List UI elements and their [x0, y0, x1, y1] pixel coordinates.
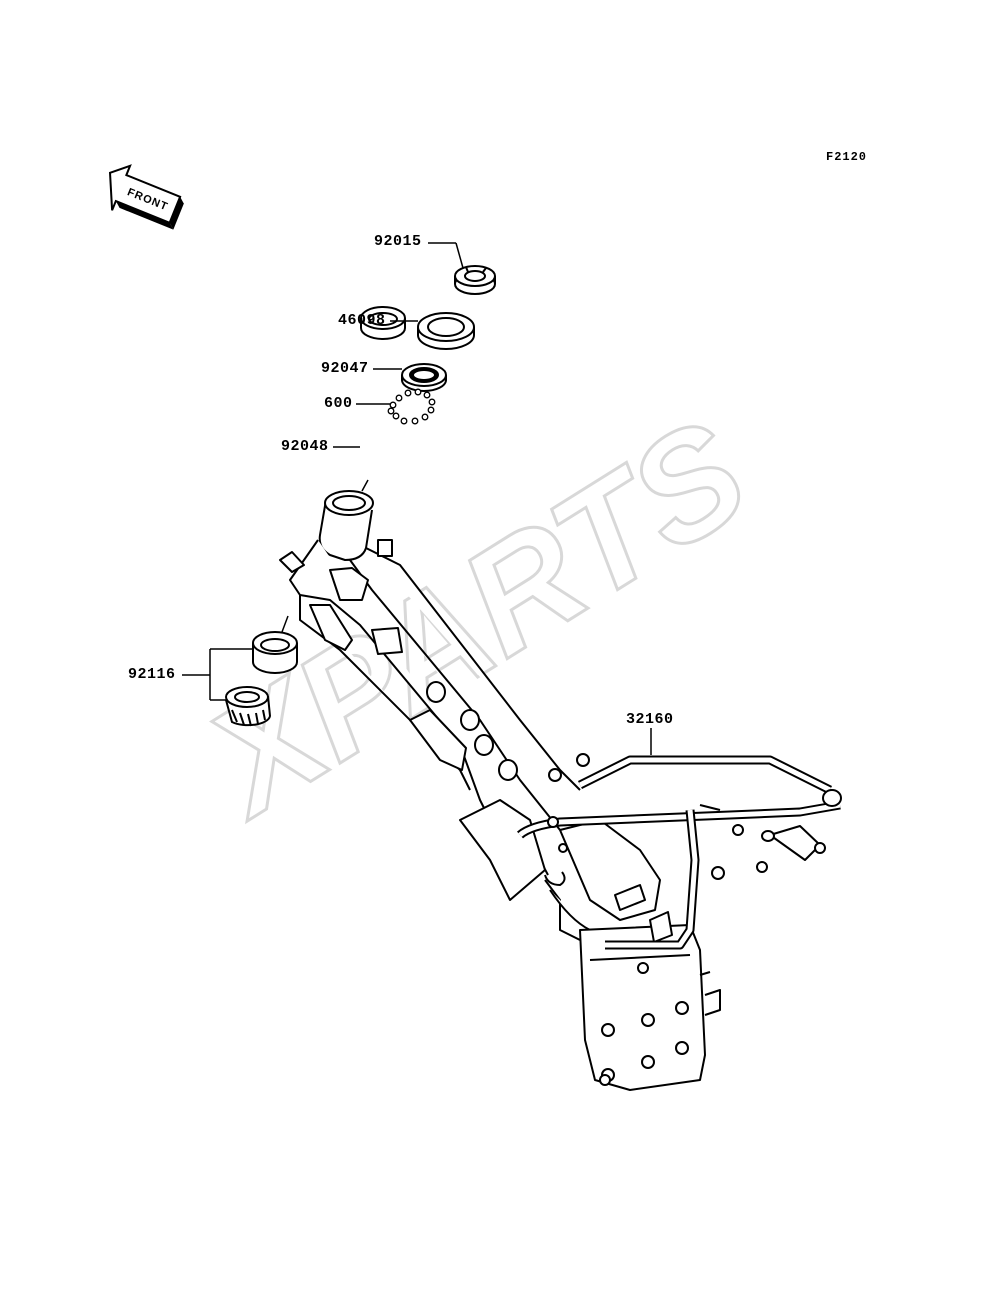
steel-balls-part	[387, 388, 436, 425]
leader-lines	[182, 242, 652, 755]
callout-46098: 46098	[338, 312, 386, 329]
upper-race-part	[401, 363, 447, 392]
upper-cup-part	[360, 306, 406, 340]
front-arrow-icon: FRONT	[108, 164, 184, 230]
lower-bearing-part	[225, 631, 298, 727]
frame-part	[279, 490, 842, 1091]
callout-600: 600	[324, 395, 353, 412]
callout-92015: 92015	[374, 233, 422, 250]
steering-nut-part	[454, 265, 496, 295]
callout-92047: 92047	[321, 360, 369, 377]
dust-seal-part	[417, 312, 475, 350]
callout-92116: 92116	[128, 666, 176, 683]
callout-92048: 92048	[281, 438, 329, 455]
callout-32160: 32160	[626, 711, 674, 728]
figure-code: F2120	[826, 150, 868, 164]
